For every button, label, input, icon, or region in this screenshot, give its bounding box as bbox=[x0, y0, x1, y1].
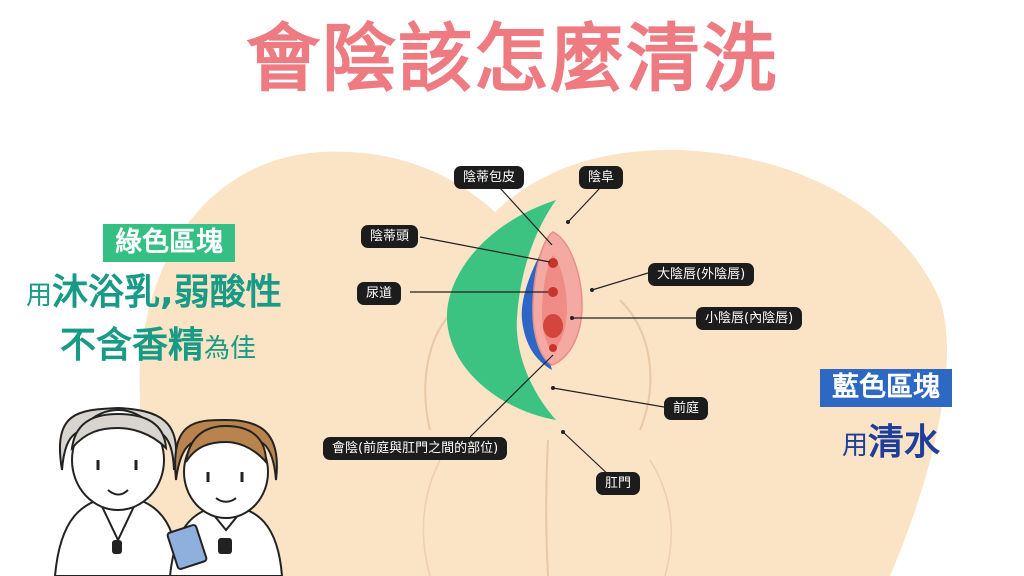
thigh-line-right bbox=[649, 459, 672, 576]
label-urethra: 尿道 bbox=[357, 282, 402, 305]
leader-clitoris bbox=[419, 236, 551, 263]
leader-anus bbox=[562, 431, 613, 479]
marker-labia-majora bbox=[590, 288, 594, 292]
green-zone-main-1: 沐浴乳,弱酸性 bbox=[52, 272, 282, 313]
green-zone-instruction-2: 不含香精為佳 bbox=[60, 328, 360, 364]
green-zone-tag: 綠色區塊 bbox=[103, 224, 235, 262]
thigh-line-left bbox=[422, 459, 441, 576]
marker-anus bbox=[561, 430, 565, 434]
doctor-avatar-icon bbox=[53, 406, 182, 576]
marker-labia-minora bbox=[570, 316, 574, 320]
label-labia-majora: 大陰唇(外陰唇) bbox=[648, 263, 755, 286]
leader-mons-pubis bbox=[567, 187, 601, 223]
buttock-crease bbox=[545, 439, 549, 576]
leader-labia-majora bbox=[591, 272, 649, 291]
label-anus: 肛門 bbox=[596, 472, 641, 495]
vestibule-dot bbox=[549, 344, 557, 352]
label-labia-minora: 小陰唇(內陰唇) bbox=[696, 307, 803, 330]
clitoris-dot bbox=[548, 258, 558, 268]
label-vestibule: 前庭 bbox=[664, 397, 709, 420]
green-zone-area bbox=[446, 200, 556, 420]
marker-mons-pubis bbox=[566, 220, 570, 224]
marker-vestibule bbox=[551, 386, 555, 390]
green-zone-main-2: 不含香精 bbox=[60, 325, 205, 366]
nurse-avatar-icon bbox=[166, 418, 284, 576]
green-zone-prefix: 用 bbox=[26, 281, 53, 311]
blue-zone-tag: 藍色區塊 bbox=[820, 369, 952, 407]
label-perineum: 會陰(前庭與肛門之間的部位) bbox=[323, 437, 508, 460]
page-title: 會陰該怎麼清洗 bbox=[246, 16, 778, 102]
green-zone-suffix: 為佳 bbox=[204, 334, 257, 364]
blue-zone-prefix: 用 bbox=[842, 431, 869, 461]
skin-fold-right bbox=[619, 299, 652, 431]
green-zone-instruction-1: 用沐浴乳,弱酸性 bbox=[26, 275, 356, 311]
vaginal-opening bbox=[543, 314, 563, 338]
leader-perineum bbox=[469, 354, 554, 438]
leader-vestibule bbox=[552, 387, 665, 408]
urethra-dot bbox=[548, 287, 558, 297]
label-mons-pubis: 陰阜 bbox=[579, 166, 624, 189]
label-clitoral-hood: 陰蒂包皮 bbox=[454, 166, 525, 189]
blue-zone-instruction: 用清水 bbox=[842, 425, 940, 461]
blue-zone-main: 清水 bbox=[868, 422, 941, 463]
label-clitoris-glans: 陰蒂頭 bbox=[361, 225, 419, 248]
leader-clitoral-hood bbox=[499, 187, 553, 246]
